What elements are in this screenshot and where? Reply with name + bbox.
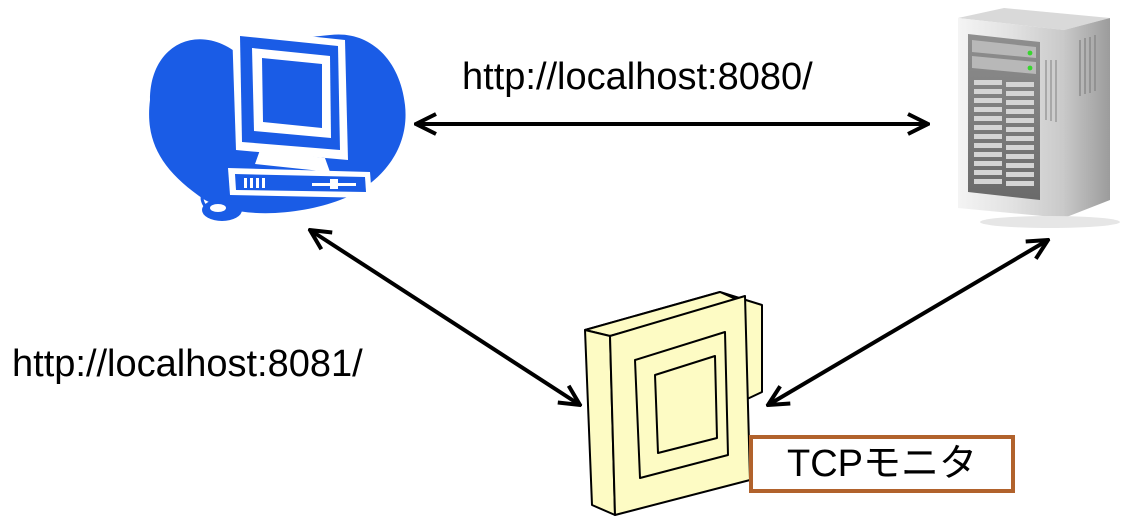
crt-monitor-icon (584, 291, 763, 516)
client-monitor-url-label: http://localhost:8081/ (12, 343, 363, 385)
tower-server-icon (958, 8, 1120, 228)
tcp-monitor-label: TCPモニタ (749, 435, 1015, 493)
client-monitor-connection (310, 230, 580, 405)
monitor-server-connection (768, 240, 1048, 405)
client-server-url-label: http://localhost:8080/ (462, 56, 813, 98)
desktop-computer-icon (149, 28, 406, 221)
